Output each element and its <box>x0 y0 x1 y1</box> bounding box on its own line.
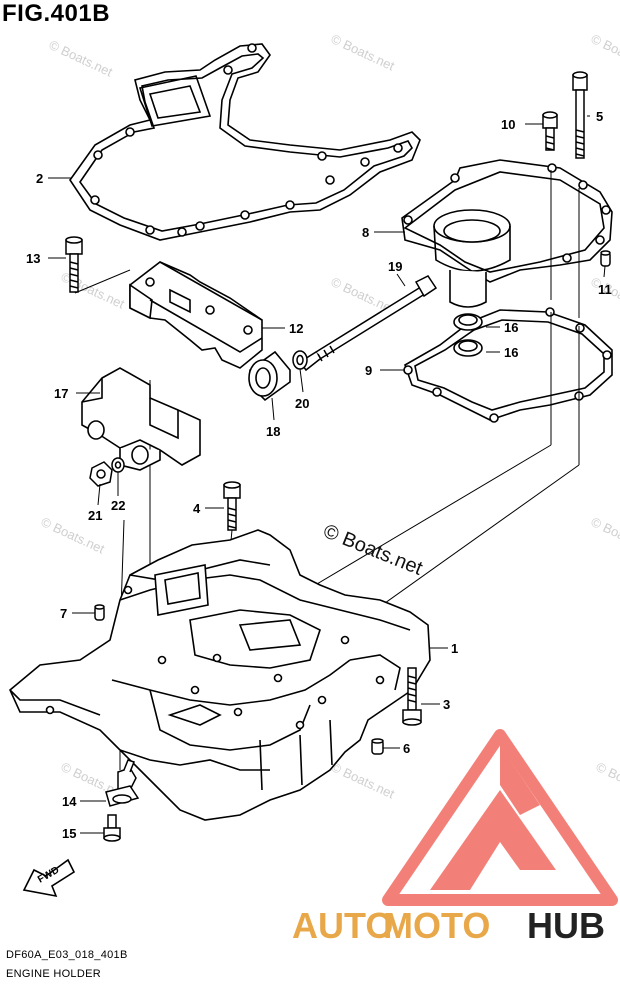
brand-text-hub: HUB <box>527 905 605 946</box>
label-part-10[interactable]: 10 <box>501 117 515 132</box>
svg-text:© Boats.net: © Boats.net <box>329 31 397 74</box>
label-part-7[interactable]: 7 <box>60 606 67 621</box>
part-labels: 2 10 5 8 13 19 11 16 16 12 9 17 20 18 21… <box>26 109 612 841</box>
svg-text:© Boats.net: © Boats.net <box>329 759 397 802</box>
washer-22 <box>111 457 125 473</box>
leader-lines <box>48 115 606 834</box>
svg-text:© Boats.net: © Boats.net <box>589 31 620 74</box>
label-part-9[interactable]: 9 <box>365 363 372 378</box>
bolt-short-10 <box>542 111 558 151</box>
document-name: ENGINE HOLDER <box>6 968 101 980</box>
label-part-4[interactable]: 4 <box>193 501 201 516</box>
damper-block-17 <box>81 367 201 471</box>
label-part-1[interactable]: 1 <box>451 641 458 656</box>
document-code: DF60A_E03_018_401B <box>6 949 128 961</box>
page-title: FIG.401B <box>2 0 111 27</box>
ring-16-upper <box>453 313 483 331</box>
alignment-lines <box>74 170 580 770</box>
label-part-15[interactable]: 15 <box>62 826 76 841</box>
dowel-pin-6 <box>371 738 384 755</box>
label-part-12[interactable]: 12 <box>289 321 303 336</box>
bracket-12 <box>129 261 263 369</box>
label-part-20[interactable]: 20 <box>295 396 309 411</box>
label-part-16a[interactable]: 16 <box>504 320 518 335</box>
label-part-3[interactable]: 3 <box>443 697 450 712</box>
label-part-17[interactable]: 17 <box>54 386 68 401</box>
label-part-21[interactable]: 21 <box>88 508 102 523</box>
bolt-13 <box>65 236 83 293</box>
label-part-19[interactable]: 19 <box>388 259 402 274</box>
dowel-pin-7 <box>94 604 105 621</box>
bolt-3 <box>402 667 422 726</box>
ring-16-lower <box>453 339 483 357</box>
nut-21 <box>89 461 113 487</box>
washer-20 <box>292 350 308 370</box>
svg-text:© Boats.net: © Boats.net <box>589 514 620 557</box>
mount-plate <box>401 159 613 308</box>
label-part-6[interactable]: 6 <box>403 741 410 756</box>
brand-text-auto: AUTO <box>292 905 394 946</box>
bolt-4 <box>223 481 241 531</box>
label-part-22[interactable]: 22 <box>111 498 125 513</box>
gasket-lower <box>403 307 613 423</box>
svg-text:© Boats.net: © Boats.net <box>594 759 620 802</box>
label-part-11[interactable]: 11 <box>598 282 612 297</box>
bushing-18 <box>248 350 291 402</box>
fitting-14 <box>105 759 140 807</box>
svg-text:© Boats.net: © Boats.net <box>47 37 115 80</box>
brand-text-moto: MOTO <box>383 905 491 946</box>
gasket-top <box>69 43 421 241</box>
forward-arrow-icon: FWD <box>22 858 76 898</box>
label-part-14[interactable]: 14 <box>62 794 77 809</box>
engine-holder-casting <box>9 529 431 821</box>
bolt-long-5 <box>572 71 588 159</box>
label-part-8[interactable]: 8 <box>362 225 369 240</box>
brand-logo-icon <box>382 729 618 906</box>
label-part-5[interactable]: 5 <box>596 109 603 124</box>
label-part-2[interactable]: 2 <box>36 171 43 186</box>
label-part-13[interactable]: 13 <box>26 251 40 266</box>
label-part-16b[interactable]: 16 <box>504 345 518 360</box>
dowel-pin-11 <box>600 250 611 267</box>
bolt-15 <box>103 814 121 842</box>
label-part-18[interactable]: 18 <box>266 424 280 439</box>
